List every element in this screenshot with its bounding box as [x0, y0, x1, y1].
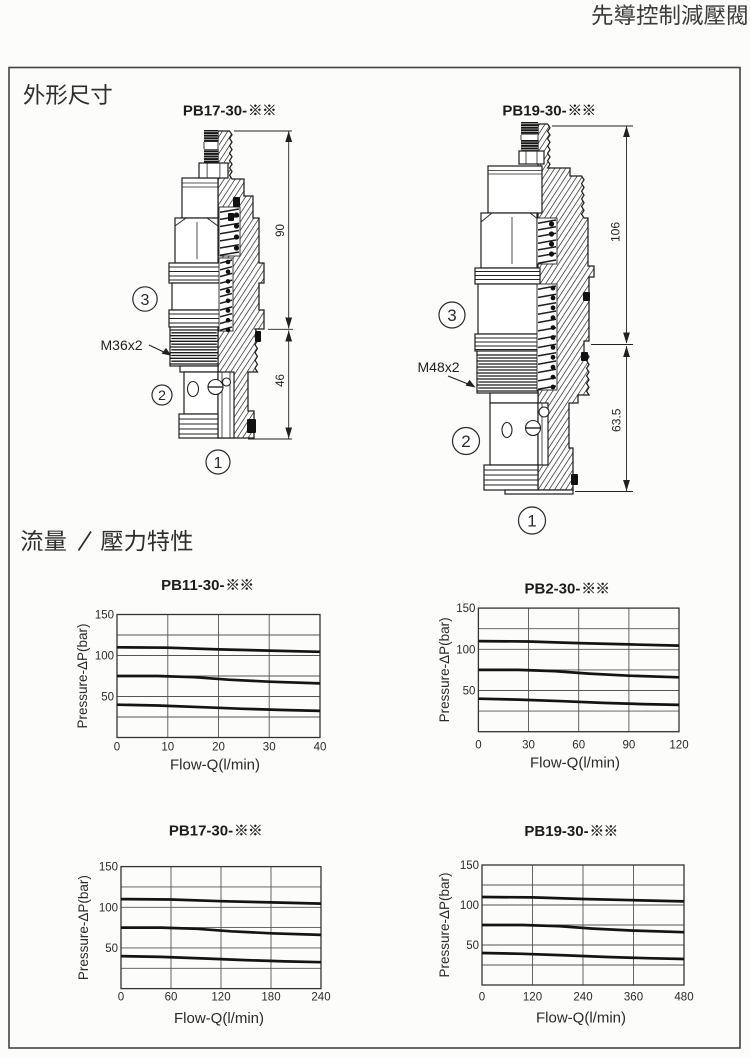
svg-text:PB11-30-: PB11-30- [161, 577, 224, 594]
svg-text:Pressure-ΔP(bar): Pressure-ΔP(bar) [76, 875, 91, 980]
svg-text:Pressure-ΔP(bar): Pressure-ΔP(bar) [437, 872, 452, 977]
svg-text:1: 1 [527, 512, 536, 531]
svg-text:63.5: 63.5 [609, 408, 623, 432]
svg-text:30: 30 [522, 740, 535, 752]
svg-text:PB17-30-: PB17-30- [169, 823, 233, 840]
svg-text:120: 120 [211, 992, 230, 1004]
svg-text:360: 360 [624, 992, 643, 1004]
svg-text:120: 120 [523, 992, 542, 1004]
svg-text:46: 46 [275, 374, 287, 387]
svg-text:100: 100 [99, 902, 118, 914]
svg-text:0: 0 [479, 992, 485, 1004]
svg-text:Pressure-ΔP(bar): Pressure-ΔP(bar) [437, 617, 452, 722]
svg-text:30: 30 [263, 742, 276, 754]
svg-text:150: 150 [99, 862, 118, 874]
svg-text:150: 150 [95, 610, 114, 622]
svg-text:Pressure-ΔP(bar): Pressure-ΔP(bar) [75, 623, 90, 728]
svg-text:3: 3 [141, 292, 150, 309]
svg-text:PB19-30-: PB19-30- [524, 823, 588, 840]
svg-text:3: 3 [447, 306, 456, 325]
svg-text:100: 100 [456, 644, 475, 656]
svg-text:0: 0 [114, 742, 120, 754]
svg-text:480: 480 [674, 992, 693, 1004]
svg-text:1: 1 [214, 455, 223, 472]
svg-text:50: 50 [463, 686, 476, 698]
svg-text:150: 150 [460, 860, 479, 872]
svg-text:PB17-30-: PB17-30- [183, 102, 247, 119]
svg-text:50: 50 [101, 692, 114, 704]
svg-text:Flow-Q(l/min): Flow-Q(l/min) [170, 757, 260, 774]
svg-text:PB19-30-: PB19-30- [502, 102, 566, 119]
svg-text:60: 60 [165, 992, 178, 1004]
svg-text:M48x2: M48x2 [418, 359, 460, 375]
svg-text:0: 0 [475, 740, 481, 752]
svg-text:Flow-Q(l/min): Flow-Q(l/min) [530, 755, 620, 772]
svg-text:20: 20 [212, 742, 225, 754]
svg-text:150: 150 [456, 603, 475, 615]
svg-text:100: 100 [460, 900, 479, 912]
svg-text:120: 120 [669, 740, 688, 752]
svg-text:50: 50 [466, 940, 479, 952]
svg-text:90: 90 [623, 740, 636, 752]
svg-text:Flow-Q(l/min): Flow-Q(l/min) [536, 1010, 626, 1027]
svg-text:90: 90 [275, 224, 287, 237]
svg-text:180: 180 [261, 992, 280, 1004]
svg-text:60: 60 [572, 740, 585, 752]
svg-text:106: 106 [608, 222, 622, 242]
svg-text:M36x2: M36x2 [101, 337, 143, 353]
svg-text:0: 0 [118, 992, 124, 1004]
svg-text:240: 240 [311, 992, 330, 1004]
svg-text:50: 50 [105, 943, 118, 955]
svg-text:100: 100 [95, 651, 114, 663]
svg-text:Flow-Q(l/min): Flow-Q(l/min) [174, 1010, 264, 1027]
svg-text:PB2-30-: PB2-30- [525, 581, 581, 598]
svg-text:2: 2 [461, 432, 470, 451]
svg-text:40: 40 [314, 742, 327, 754]
svg-text:2: 2 [158, 387, 166, 403]
svg-text:10: 10 [161, 742, 174, 754]
svg-text:240: 240 [573, 992, 592, 1004]
